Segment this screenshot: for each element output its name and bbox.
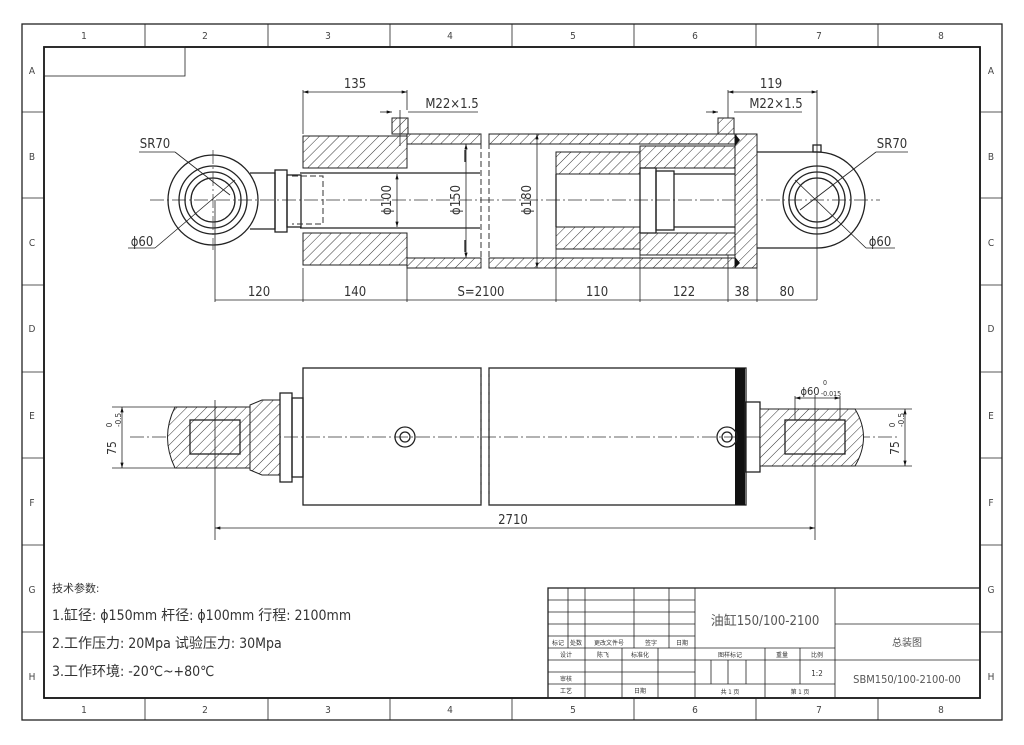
dim-sr70-right: SR70 [877, 137, 907, 152]
drawing-number: SBM150/100-2100-00 [853, 673, 961, 686]
row-label: D [29, 324, 36, 335]
reviewer-label: 审核 [560, 675, 572, 683]
dim-38: 38 [735, 285, 750, 300]
dim-2710: 2710 [498, 513, 528, 528]
scale-value: 1:2 [811, 669, 823, 678]
note-1: 1.缸径: ϕ150mm 杆径: ϕ100mm 行程: 2100mm [52, 607, 351, 624]
row-label: B [29, 152, 35, 163]
dim-phi180: ϕ180 [520, 185, 535, 215]
bore-tol-upper: 0 [823, 379, 827, 387]
end-cap-band [735, 368, 745, 505]
row-label: E [988, 411, 994, 422]
row-label: B [988, 152, 994, 163]
dim-bore: ϕ60 [800, 385, 819, 398]
column-label: 6 [692, 705, 698, 716]
column-label: 2 [202, 31, 208, 42]
row-label: E [29, 411, 35, 422]
column-label: 8 [938, 31, 944, 42]
designer-name: 陈飞 [597, 651, 609, 659]
column-label: 4 [447, 31, 453, 42]
column-label: 8 [938, 705, 944, 716]
tech-notes: 技术参数: 1.缸径: ϕ150mm 杆径: ϕ100mm 行程: 2100mm… [52, 581, 351, 680]
dim-sr70-left: SR70 [140, 137, 170, 152]
dim-80: 80 [780, 285, 795, 300]
dim-phi100: ϕ100 [380, 185, 395, 215]
dim-122: 122 [673, 285, 695, 300]
column-label: 5 [570, 31, 576, 42]
note-3: 3.工作环境: -20℃~+80℃ [52, 664, 214, 680]
row-label: G [29, 585, 36, 596]
note-2: 2.工作压力: 20Mpa 试验压力: 30Mpa [52, 636, 282, 652]
dim-135: 135 [344, 77, 366, 92]
row-label: F [988, 498, 993, 509]
cylinder-tube [302, 367, 482, 506]
rev-header: 处数 [570, 639, 582, 647]
row-label: A [988, 66, 995, 77]
column-label: 1 [81, 705, 87, 716]
dim-phi60-right: ϕ60 [869, 235, 892, 250]
row-label: A [29, 66, 36, 77]
dim-140: 140 [344, 285, 366, 300]
total-sheets: 共 1 页 [721, 688, 740, 696]
section-view: 135 M22×1.5 119 M22×1.5 SR70 SR70 ϕ60 ϕ6… [128, 77, 908, 302]
rev-header: 标记 [552, 639, 564, 647]
dim-port-right: M22×1.5 [749, 97, 802, 112]
standardization-label: 标准化 [631, 651, 649, 659]
dim-phi60-left: ϕ60 [131, 235, 154, 250]
row-label: C [988, 238, 994, 249]
column-label: 7 [816, 31, 822, 42]
dim-75-right: 75 [888, 441, 902, 455]
row-label: F [29, 498, 34, 509]
drawing-frame: 1 2 3 4 5 6 7 8 1 2 3 4 5 6 7 8 A B C D … [21, 23, 1003, 721]
drawing-title: 总装图 [892, 636, 922, 649]
clevis-right [757, 151, 866, 249]
drawing-mark-label: 图样标记 [718, 651, 742, 659]
row-label: G [988, 585, 995, 596]
column-label: 5 [570, 705, 576, 716]
external-view: 75 0 -0.5 75 0 -0.5 ϕ60 0 -0.015 2710 [105, 367, 912, 540]
row-label: H [29, 672, 36, 683]
notes-title: 技术参数: [52, 581, 99, 595]
tol-upper-left: 0 [105, 422, 114, 427]
row-label: D [988, 324, 995, 335]
date-label: 日期 [634, 687, 646, 695]
product-name: 油缸150/100-2100 [711, 613, 820, 629]
row-label: H [988, 672, 995, 683]
tol-upper-right: 0 [888, 422, 897, 427]
designer-label: 设计 [560, 651, 572, 659]
rev-header: 签字 [645, 639, 657, 647]
dim-port-left: M22×1.5 [425, 97, 478, 112]
column-label: 3 [325, 31, 331, 42]
column-label: 6 [692, 31, 698, 42]
process-label: 工艺 [560, 687, 572, 695]
column-label: 2 [202, 705, 208, 716]
dim-110: 110 [586, 285, 608, 300]
dim-stroke: S=2100 [458, 285, 505, 300]
bore-tol-lower: -0.015 [821, 390, 841, 398]
column-label: 7 [816, 705, 822, 716]
title-block: 标记 处数 更改文件号 签字 日期 设计 陈飞 标准化 审核 工艺 日期 图样标… [547, 587, 981, 699]
dim-phi150: ϕ150 [449, 185, 464, 215]
column-label: 1 [81, 31, 87, 42]
tol-lower-right: -0.5 [897, 413, 906, 427]
column-label: 4 [447, 705, 453, 716]
column-label: 3 [325, 705, 331, 716]
dim-120: 120 [248, 285, 270, 300]
sheet-number: 第 1 页 [791, 688, 810, 696]
scale-label: 比例 [811, 651, 823, 659]
row-label: C [29, 238, 35, 249]
dim-75-left: 75 [105, 441, 119, 455]
tol-lower-left: -0.5 [114, 413, 123, 427]
svg-text:75: 75 [105, 441, 119, 455]
rev-header: 更改文件号 [594, 639, 624, 647]
dim-119: 119 [760, 77, 782, 92]
rev-header: 日期 [676, 639, 688, 647]
weight-label: 重量 [776, 651, 788, 659]
svg-text:75: 75 [888, 441, 902, 455]
